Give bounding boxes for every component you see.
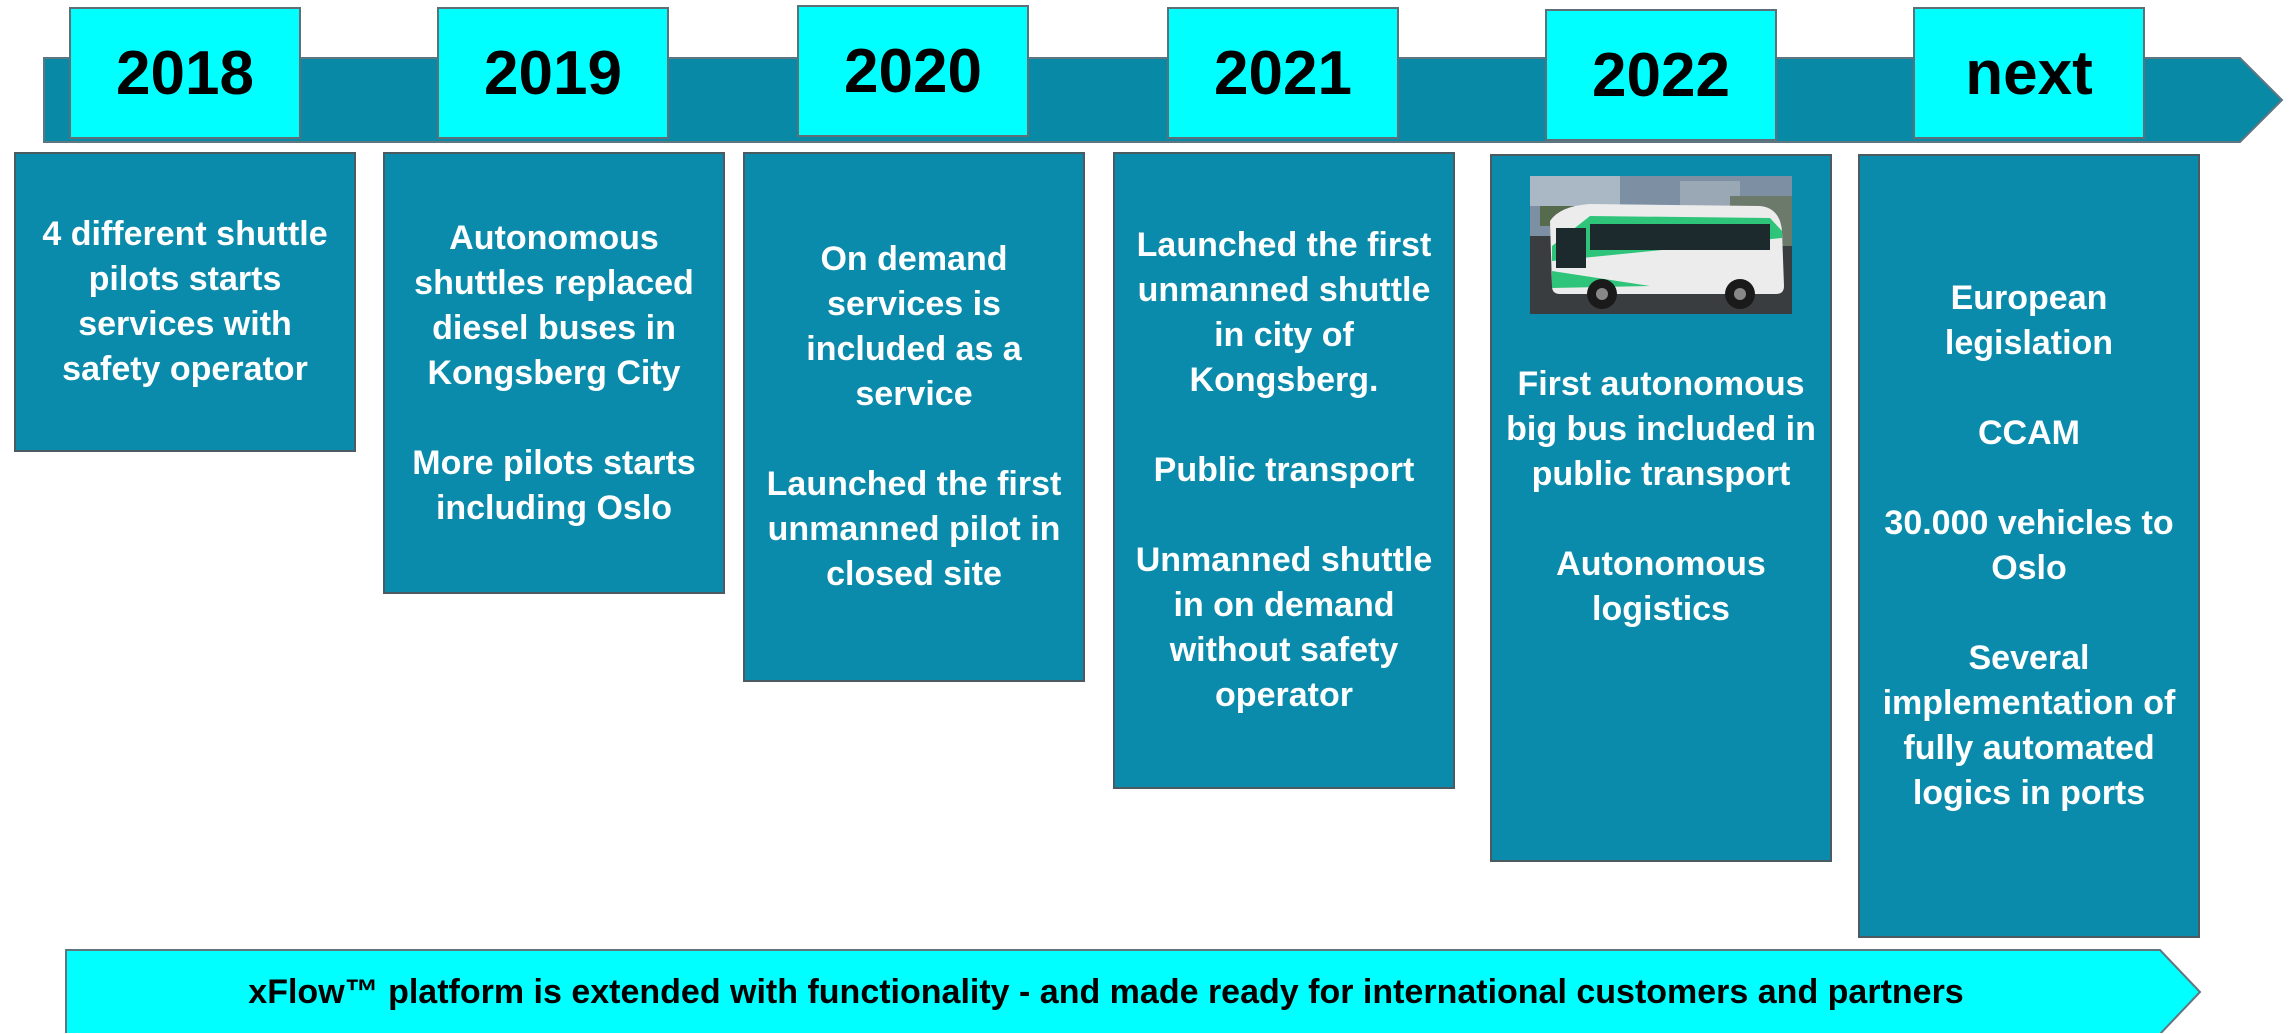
milestone-text: First autonomous big bus included in pub… bbox=[1506, 365, 1816, 493]
milestone-box-2022: First autonomous big bus included in pub… bbox=[1490, 154, 1832, 862]
milestone-box-next: European legislation CCAM 30.000 vehicle… bbox=[1858, 154, 2200, 938]
milestone-text: Launched the first unmanned pilot in clo… bbox=[766, 465, 1062, 593]
milestone-box-2021: Launched the first unmanned shuttle in c… bbox=[1113, 152, 1455, 789]
autonomous-bus-photo bbox=[1530, 176, 1792, 314]
platform-banner-arrow bbox=[65, 949, 2202, 1033]
milestone-text: European legislation bbox=[1944, 279, 2114, 362]
milestone-text: Autonomous logistics bbox=[1556, 545, 1766, 628]
year-tab-2021: 2021 bbox=[1167, 7, 1399, 139]
milestone-text: More pilots starts including Oslo bbox=[412, 443, 696, 527]
milestone-text: Unmanned shuttle in on demand without sa… bbox=[1135, 541, 1433, 714]
year-tab-2020: 2020 bbox=[797, 5, 1029, 137]
milestone-text: Autonomous shuttles replaced diesel buse… bbox=[414, 218, 694, 392]
year-tab-2022: 2022 bbox=[1545, 9, 1777, 141]
platform-banner-text: xFlow™ platform is extended with functio… bbox=[248, 972, 1964, 1011]
milestone-text: Several implementation of fully automate… bbox=[1882, 639, 2176, 812]
year-tab-next: next bbox=[1913, 7, 2145, 139]
year-tab-2018: 2018 bbox=[69, 7, 301, 139]
milestone-box-2020: On demand services is included as a serv… bbox=[743, 152, 1085, 682]
milestone-text: CCAM bbox=[1978, 414, 2080, 452]
year-tab-2019: 2019 bbox=[437, 7, 669, 139]
milestone-text: Launched the first unmanned shuttle in c… bbox=[1136, 226, 1432, 399]
milestone-text: 4 different shuttle pilots starts servic… bbox=[42, 215, 328, 388]
milestone-box-2018: 4 different shuttle pilots starts servic… bbox=[14, 152, 356, 452]
milestone-text: 30.000 vehicles to Oslo bbox=[1884, 504, 2174, 587]
milestone-text: Public transport bbox=[1153, 451, 1415, 489]
milestone-box-2019: Autonomous shuttles replaced diesel buse… bbox=[383, 152, 725, 594]
milestone-text: On demand services is included as a serv… bbox=[806, 240, 1022, 413]
